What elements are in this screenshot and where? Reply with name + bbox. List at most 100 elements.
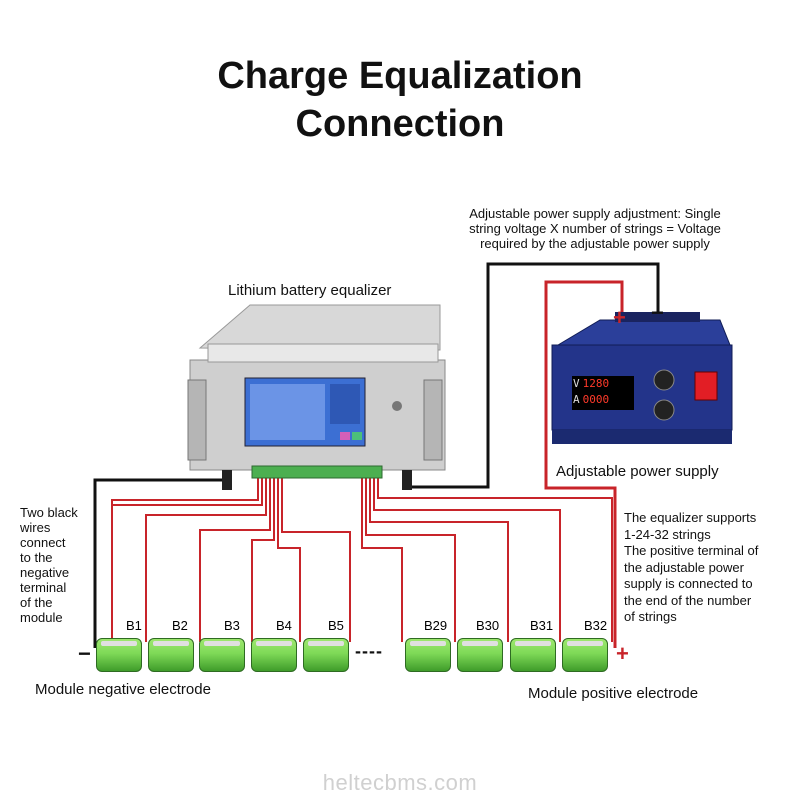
left-handle [187,379,207,461]
battery-cell-label: B5 [328,618,344,633]
battery-cell [405,638,451,672]
battery-cell [199,638,245,672]
red-wire-supply-positive [544,280,624,648]
supply-top [556,319,731,346]
sense-wire-b30 [365,478,456,642]
battery-cell-label: B30 [476,618,500,633]
supply-plus-sign: + [613,305,626,330]
note-line: 1-24-32 strings [624,526,711,542]
supply-knob-1 [653,369,675,391]
battery-cell-label: B29 [424,618,448,633]
supply-display [572,376,634,410]
power-supply-device [551,312,733,444]
battery-cell [562,638,608,672]
screen-btn-3 [352,432,362,440]
battery-cell [457,638,503,672]
title-line-1: Charge Equalization [217,55,583,97]
note-line: The equalizer supports [624,510,757,525]
note-line: Two black [20,505,78,520]
sense-wire-b1 [111,478,259,642]
amp-readout: 0000 [582,393,610,406]
note-line: required by the adjustable power supply [480,236,710,251]
sense-wire-b29 [361,478,403,642]
negative-electrode-label: Module negative electrode [35,681,211,698]
battery-cap [515,641,551,646]
battery-cap [101,641,137,646]
note-line: of strings [624,609,677,624]
battery-cell-label: B4 [276,618,292,633]
note-line: supply is connected to [624,576,753,591]
equalizer-device [187,304,446,490]
supply-knob-2 [653,399,675,421]
sense-wires-left [111,478,351,642]
red-wires [544,280,624,648]
battery-cap [153,641,189,646]
battery-cap [256,641,292,646]
sense-wire-b1b [112,478,263,506]
battery-cell-label: B1 [126,618,142,633]
equalizer-label: Lithium battery equalizer [228,282,392,299]
foot-left [222,470,232,490]
module-plus-sign: + [616,641,629,666]
sense-wire-b6 [281,478,351,642]
terminal-block [251,465,383,479]
black-wire-module-negative [93,478,228,648]
battery-cell [96,638,142,672]
battery-cell [251,638,297,672]
battery-cell-label: B32 [584,618,608,633]
screen-btn-2 [340,432,350,440]
amp-unit: A [573,393,580,406]
battery-cell [303,638,349,672]
battery-cap [308,641,344,646]
volt-readout: 1280 [582,377,610,390]
note-line: Adjustable power supply adjustment: Sing… [469,206,721,221]
black-wire-supply-negative [407,262,660,489]
supply-minus-sign: − [651,300,664,325]
note-line: wires [20,520,51,535]
battery-cell [148,638,194,672]
supply-vents [552,430,732,444]
note-line: to the [20,550,53,565]
supply-adjust-note: Adjustable power supply adjustment: Sing… [440,206,750,251]
screen-btn-1 [330,384,360,424]
cells-ellipsis: ---- [355,641,383,661]
note-line: terminal [20,580,67,595]
switch-knob [392,401,402,411]
equalizer-top [198,304,441,351]
module-minus-sign: − [78,641,91,666]
battery-cell-label: B2 [172,618,188,633]
sense-wire-b2 [145,478,267,642]
sense-wire-b4 [251,478,275,642]
black-wires [93,262,660,648]
screen-table [250,384,325,440]
equalizer-supports-note: The equalizer supports 1-24-32 strings T… [624,510,758,626]
supply-power-switch [694,371,718,401]
sense-wire-b3 [199,478,271,642]
battery-cell-label: B3 [224,618,240,633]
battery-cap [204,641,240,646]
note-line: of the [20,595,53,610]
sense-wire-end [377,478,613,642]
battery-cap [462,641,498,646]
sense-wires-right [361,478,613,642]
right-handle [423,379,443,461]
battery-cap [410,641,446,646]
equalizer-strip [207,343,439,363]
sense-wire-b32 [373,478,561,642]
note-line: The positive terminal of [624,543,759,558]
supply-label: Adjustable power supply [556,463,719,480]
note-line: negative [20,565,70,580]
battery-cell-label: B31 [530,618,554,633]
sense-wire-b5 [277,478,301,642]
watermark: heltecbms.com [322,770,478,795]
note-line: connect [20,535,66,550]
two-wires-note: Two black wires connect to the negative … [20,505,78,625]
note-line: module [20,610,63,625]
note-line: string voltage X number of strings = Vol… [469,221,721,236]
note-line: the adjustable power [624,559,744,575]
foot-right [402,470,412,490]
positive-electrode-label: Module positive electrode [528,685,699,702]
battery-cap [567,641,603,646]
